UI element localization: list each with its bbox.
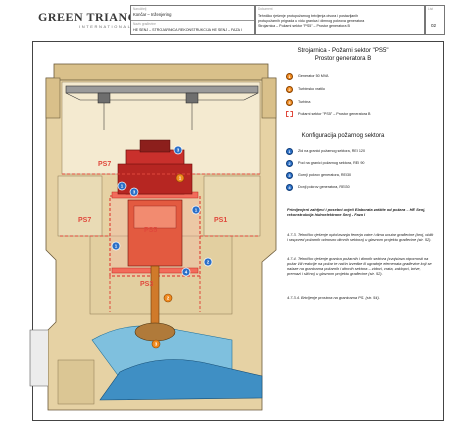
- label-ps1: PS1: [214, 217, 227, 224]
- svg-text:3: 3: [133, 190, 136, 195]
- svg-text:4: 4: [185, 270, 188, 275]
- legend-text: Generator 50 MVA: [298, 74, 329, 78]
- svg-text:1: 1: [179, 176, 182, 181]
- building-label: Naziv građevine: [133, 22, 156, 26]
- marker-blue-2: 2: [203, 257, 213, 267]
- legend-item-fire-sector: Požarni sektor "PS5" – Prostor generator…: [286, 109, 371, 119]
- document-label: Dokument: [258, 7, 273, 11]
- legend-item-turbine-shaft: 2 Turbinsko vratilo: [286, 84, 325, 94]
- overhead-crane: [65, 85, 259, 94]
- generator-body: [117, 139, 193, 267]
- notes-paragraph-1: 4.7.3. Tehničko rješenje opločavanja fen…: [287, 232, 434, 242]
- label-ps7-top: PS7: [98, 161, 111, 168]
- legend-marker-icon: 1: [286, 72, 293, 80]
- turbine-shaft: [150, 265, 160, 329]
- svg-text:1: 1: [115, 244, 118, 249]
- client-label: Naručitelj: [133, 7, 147, 11]
- config-text: Gornji pokrov generatora, REI30: [298, 173, 352, 177]
- config-title: Konfiguracija požarnog sektora: [301, 133, 385, 139]
- company-logo-subtitle: INTERNATIONAL: [79, 24, 132, 29]
- svg-text:1: 1: [195, 208, 198, 213]
- concrete-structure: [29, 63, 277, 411]
- turbine-runner: [134, 322, 176, 342]
- marker-blue-3a: 3: [173, 145, 183, 155]
- document-header: GREEN TRIANGLE® INTERNATIONAL Naručitelj…: [0, 0, 474, 38]
- notes-paragraph-3: 4.7.3.4. Brtvljenje prostora na granicam…: [287, 295, 380, 300]
- config-text: Donji pokrov generatora, REI30: [298, 185, 350, 189]
- marker-blue-1b: 1: [191, 205, 201, 215]
- marker-orange-2: 2: [163, 293, 173, 303]
- config-item-1: 1 Zid na granici požarnog sektora, REI 1…: [286, 146, 365, 156]
- config-marker-icon: 3: [286, 171, 293, 179]
- label-ps3: PS3: [140, 281, 153, 288]
- svg-text:1: 1: [121, 184, 124, 189]
- legend-text: Turbinsko vratilo: [298, 87, 325, 91]
- label-ps5: PS5: [144, 227, 157, 234]
- config-item-2: 2 Pod na granici požarnog sektora, REI 9…: [286, 158, 364, 168]
- sheet-label: List: [428, 7, 433, 11]
- document-line-1: Tehničko rješenje protupožarnog brtvljen…: [258, 14, 359, 18]
- marker-blue-1: 1: [117, 181, 127, 191]
- marker-blue-4: 4: [181, 267, 191, 277]
- config-text: Pod na granici požarnog sektora, REI 90: [298, 161, 365, 165]
- svg-text:3: 3: [177, 148, 180, 153]
- marker-blue-3b: 3: [129, 187, 139, 197]
- svg-text:3: 3: [155, 342, 158, 347]
- draft-tube-water: [99, 359, 263, 401]
- config-marker-icon: 4: [286, 183, 293, 191]
- config-item-3: 3 Gornji pokrov generatora, REI30: [286, 170, 351, 180]
- config-marker-icon: 2: [286, 159, 293, 167]
- header-document-box: Dokument Tehničko rješenje protupožarnog…: [255, 5, 425, 35]
- legend-marker-icon: 2: [286, 85, 293, 93]
- notes-paragraph-2: 4.7.4. Tehničko rješenje granica požarni…: [287, 256, 432, 276]
- svg-text:2: 2: [207, 260, 210, 265]
- drawing-markers: 1 3 3 1 1 4 2 2 3 1: [111, 145, 213, 349]
- config-item-4: 4 Donji pokrov generatora, REI30: [286, 182, 350, 192]
- label-ps7-left: PS7: [78, 217, 91, 224]
- roof: [53, 63, 269, 81]
- legend-text: Turbina: [298, 100, 311, 104]
- legend-item-generator: 1 Generator 50 MVA: [286, 71, 328, 81]
- config-marker-icon: 1: [286, 147, 293, 155]
- document-line-2: protupožarnih prigrada u vidu granica i …: [258, 19, 365, 23]
- svg-text:2: 2: [167, 296, 170, 301]
- legend-text: Požarni sektor "PS5" – Prostor generator…: [298, 112, 371, 116]
- notes-heading: Primijenjeni zahtjevi i posebni uvjeti E…: [287, 207, 426, 217]
- building-value: HE SENJ – STROJARNICA REKONSTRUKCIJA HE …: [133, 28, 242, 32]
- legend-item-turbine: 3 Turbina: [286, 97, 310, 107]
- sheet-number: 02: [431, 23, 437, 28]
- marker-orange-1: 1: [175, 173, 185, 183]
- config-text: Zid na granici požarnog sektora, REI 120: [298, 149, 366, 153]
- document-line-3: Strojarnica – Požarni sektor "PS5" – Pro…: [258, 24, 350, 28]
- header-sheet-box: List 02: [425, 5, 445, 35]
- marker-orange-3: 3: [151, 339, 161, 349]
- legend-marker-icon: 3: [286, 98, 293, 106]
- client-value: Končar – Inženjering: [133, 12, 172, 17]
- header-client-box: Naručitelj Končar – Inženjering Naziv gr…: [130, 5, 255, 35]
- drawing-subtitle: Prostor generatora B: [314, 55, 372, 62]
- fire-sector-swatch-icon: [286, 111, 293, 117]
- drawing-title: Strojarnica - Požarni sektor "PS5": [297, 47, 389, 54]
- marker-blue-1c: 1: [111, 241, 121, 251]
